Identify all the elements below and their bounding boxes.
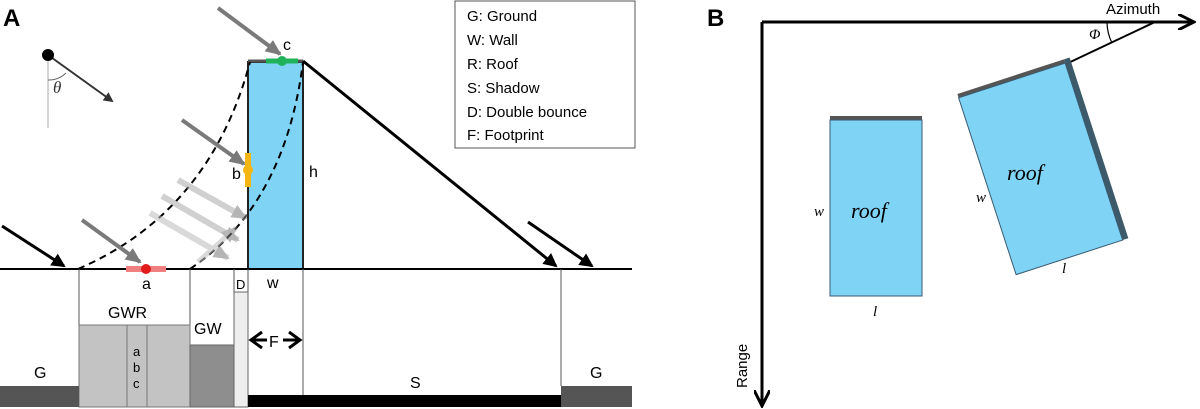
footprint-label: F: [269, 334, 279, 351]
legend-item-wall: W: Wall: [467, 32, 518, 49]
point-c: c: [266, 37, 298, 66]
footprint-arrow: F: [248, 330, 303, 351]
roof-2-l-label: l: [1062, 261, 1066, 277]
roof-2: [957, 57, 1129, 276]
point-b: b: [232, 153, 253, 187]
incident-arrow-b: [180, 118, 246, 166]
legend: G: Ground W: Wall R: Roof S: Shadow D: D…: [454, 0, 636, 149]
roof-2-label: roof: [1007, 160, 1046, 185]
incidence-angle-illustration: θ: [42, 49, 114, 128]
roof-1: roof w l: [814, 116, 923, 320]
region-ground-left-label: G: [34, 365, 46, 382]
region-gwr: [78, 324, 191, 408]
region-shadow-label: S: [410, 375, 421, 392]
phi-arc: [1106, 21, 1113, 44]
roof-2-w-label: w: [976, 190, 986, 206]
legend-item-roof: R: Roof: [467, 56, 519, 73]
legend-item-ground: G: Ground: [467, 8, 537, 25]
region-shadow: [248, 395, 561, 407]
roof-1-w-label: w: [814, 204, 824, 220]
point-c-label: c: [283, 37, 291, 54]
region-d: [233, 291, 249, 408]
legend-item-shadow: S: Shadow: [467, 80, 540, 97]
roof-1-label: roof: [851, 198, 890, 223]
theta-label: θ: [53, 78, 61, 97]
width-label: w: [266, 275, 279, 292]
legend-item-footprint: F: Footprint: [467, 127, 545, 144]
region-gw: [189, 344, 235, 408]
region-ground-right: [561, 386, 632, 407]
legend-item-double-bounce: D: Double bounce: [467, 104, 587, 121]
range-label: Range: [734, 344, 751, 388]
panel-b: B Azimuth Range Φ roof w l roof w l: [707, 1, 1192, 404]
sensor-dot-icon: [42, 49, 54, 61]
region-abc-b: b: [133, 360, 140, 375]
incident-arrow-right: [527, 220, 594, 268]
region-abc-c: c: [133, 376, 140, 391]
roof-1-shape: [829, 119, 923, 297]
roof-1-l-label: l: [873, 304, 877, 320]
height-label: h: [309, 164, 318, 181]
roof-2-shape: [957, 62, 1124, 276]
incident-arrow-a: [80, 218, 142, 264]
panel-a-label: A: [3, 5, 20, 32]
region-d-label: D: [236, 277, 245, 292]
region-abc-a: a: [133, 344, 141, 359]
panel-a: A θ: [0, 0, 636, 408]
incident-arrow-c: [216, 6, 282, 56]
point-b-label: b: [232, 166, 241, 183]
region-gw-label: GW: [194, 321, 222, 338]
azimuth-label: Azimuth: [1106, 1, 1160, 18]
point-a-label: a: [142, 276, 151, 293]
point-a: a: [126, 264, 166, 293]
panel-b-label: B: [707, 5, 724, 32]
phi-label: Φ: [1089, 27, 1101, 43]
region-ground-right-label: G: [590, 365, 602, 382]
region-ground-left: [0, 386, 79, 407]
incident-arrow-left: [1, 224, 66, 268]
shadow-line: [302, 59, 558, 268]
dashed-arc-outer: [77, 61, 251, 270]
double-bounce-arrows: [148, 177, 248, 264]
region-gwr-label: GWR: [108, 305, 147, 322]
